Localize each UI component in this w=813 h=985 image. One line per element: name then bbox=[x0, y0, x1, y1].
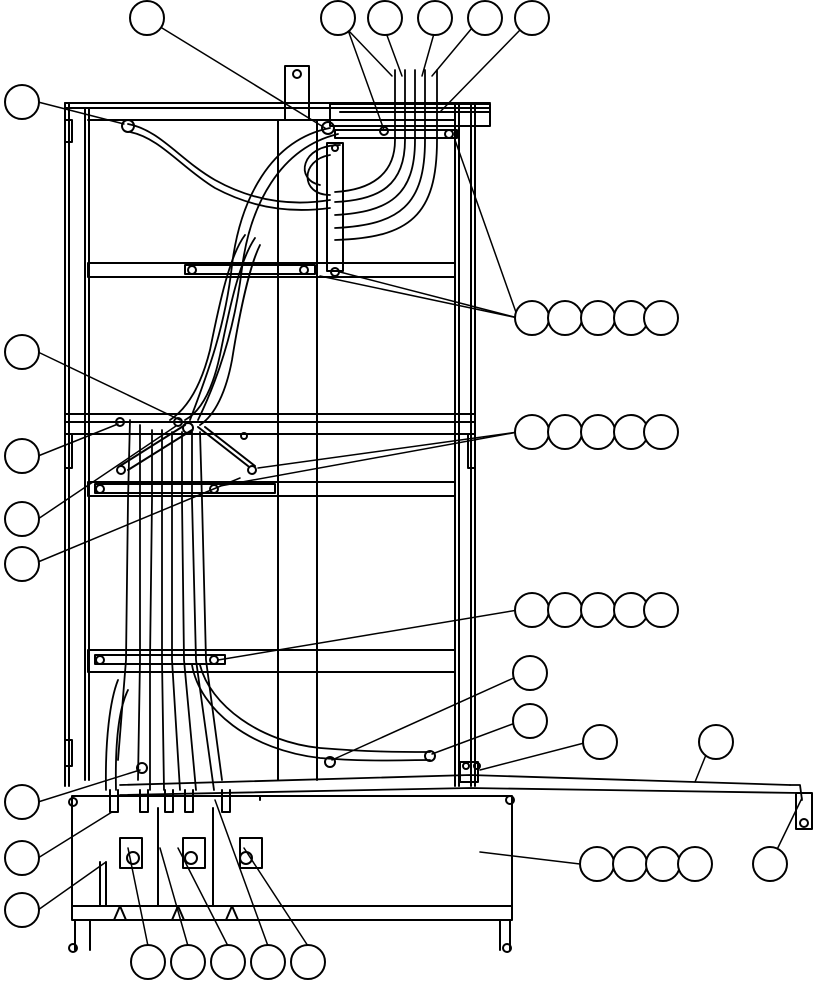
reservoir-tank bbox=[68, 789, 515, 953]
callout-balloon bbox=[4, 501, 40, 537]
callout-balloons bbox=[4, 0, 788, 980]
callout-balloon bbox=[547, 300, 583, 336]
callout-balloon bbox=[4, 840, 40, 876]
callout-balloon bbox=[512, 703, 548, 739]
callout-balloon bbox=[170, 944, 206, 980]
callout-balloon bbox=[417, 0, 453, 36]
frame bbox=[64, 65, 491, 787]
callout-balloon bbox=[612, 846, 648, 882]
callout-balloon bbox=[250, 944, 286, 980]
callout-balloon bbox=[4, 784, 40, 820]
callout-balloon bbox=[613, 592, 649, 628]
callout-balloon bbox=[4, 438, 40, 474]
callout-balloon bbox=[4, 892, 40, 928]
fittings bbox=[121, 119, 813, 830]
callout-balloon bbox=[512, 655, 548, 691]
callout-balloon bbox=[698, 724, 734, 760]
callout-balloon bbox=[677, 846, 713, 882]
callout-balloon bbox=[467, 0, 503, 36]
callout-balloon bbox=[613, 300, 649, 336]
callout-balloon bbox=[579, 846, 615, 882]
callout-balloon bbox=[4, 84, 40, 120]
callout-balloon bbox=[643, 592, 679, 628]
callout-balloon bbox=[643, 414, 679, 450]
callout-balloon bbox=[580, 414, 616, 450]
callout-balloon bbox=[367, 0, 403, 36]
callout-balloon bbox=[129, 0, 165, 36]
callout-balloon bbox=[613, 414, 649, 450]
callout-balloon bbox=[4, 546, 40, 582]
callout-balloon bbox=[582, 724, 618, 760]
callout-balloon bbox=[580, 300, 616, 336]
callout-balloon bbox=[290, 944, 326, 980]
hoses bbox=[104, 69, 803, 801]
callout-balloon bbox=[547, 592, 583, 628]
callout-balloon bbox=[4, 334, 40, 370]
callout-balloon bbox=[514, 414, 550, 450]
callout-balloon bbox=[580, 592, 616, 628]
callout-balloon bbox=[514, 300, 550, 336]
callout-balloon bbox=[514, 592, 550, 628]
leader-lines bbox=[37, 27, 803, 947]
callout-balloon bbox=[320, 0, 356, 36]
callout-balloon bbox=[547, 414, 583, 450]
callout-balloon bbox=[643, 300, 679, 336]
callout-balloon bbox=[210, 944, 246, 980]
callout-balloon bbox=[130, 944, 166, 980]
callout-balloon bbox=[645, 846, 681, 882]
callout-balloon bbox=[514, 0, 550, 36]
callout-balloon bbox=[752, 846, 788, 882]
